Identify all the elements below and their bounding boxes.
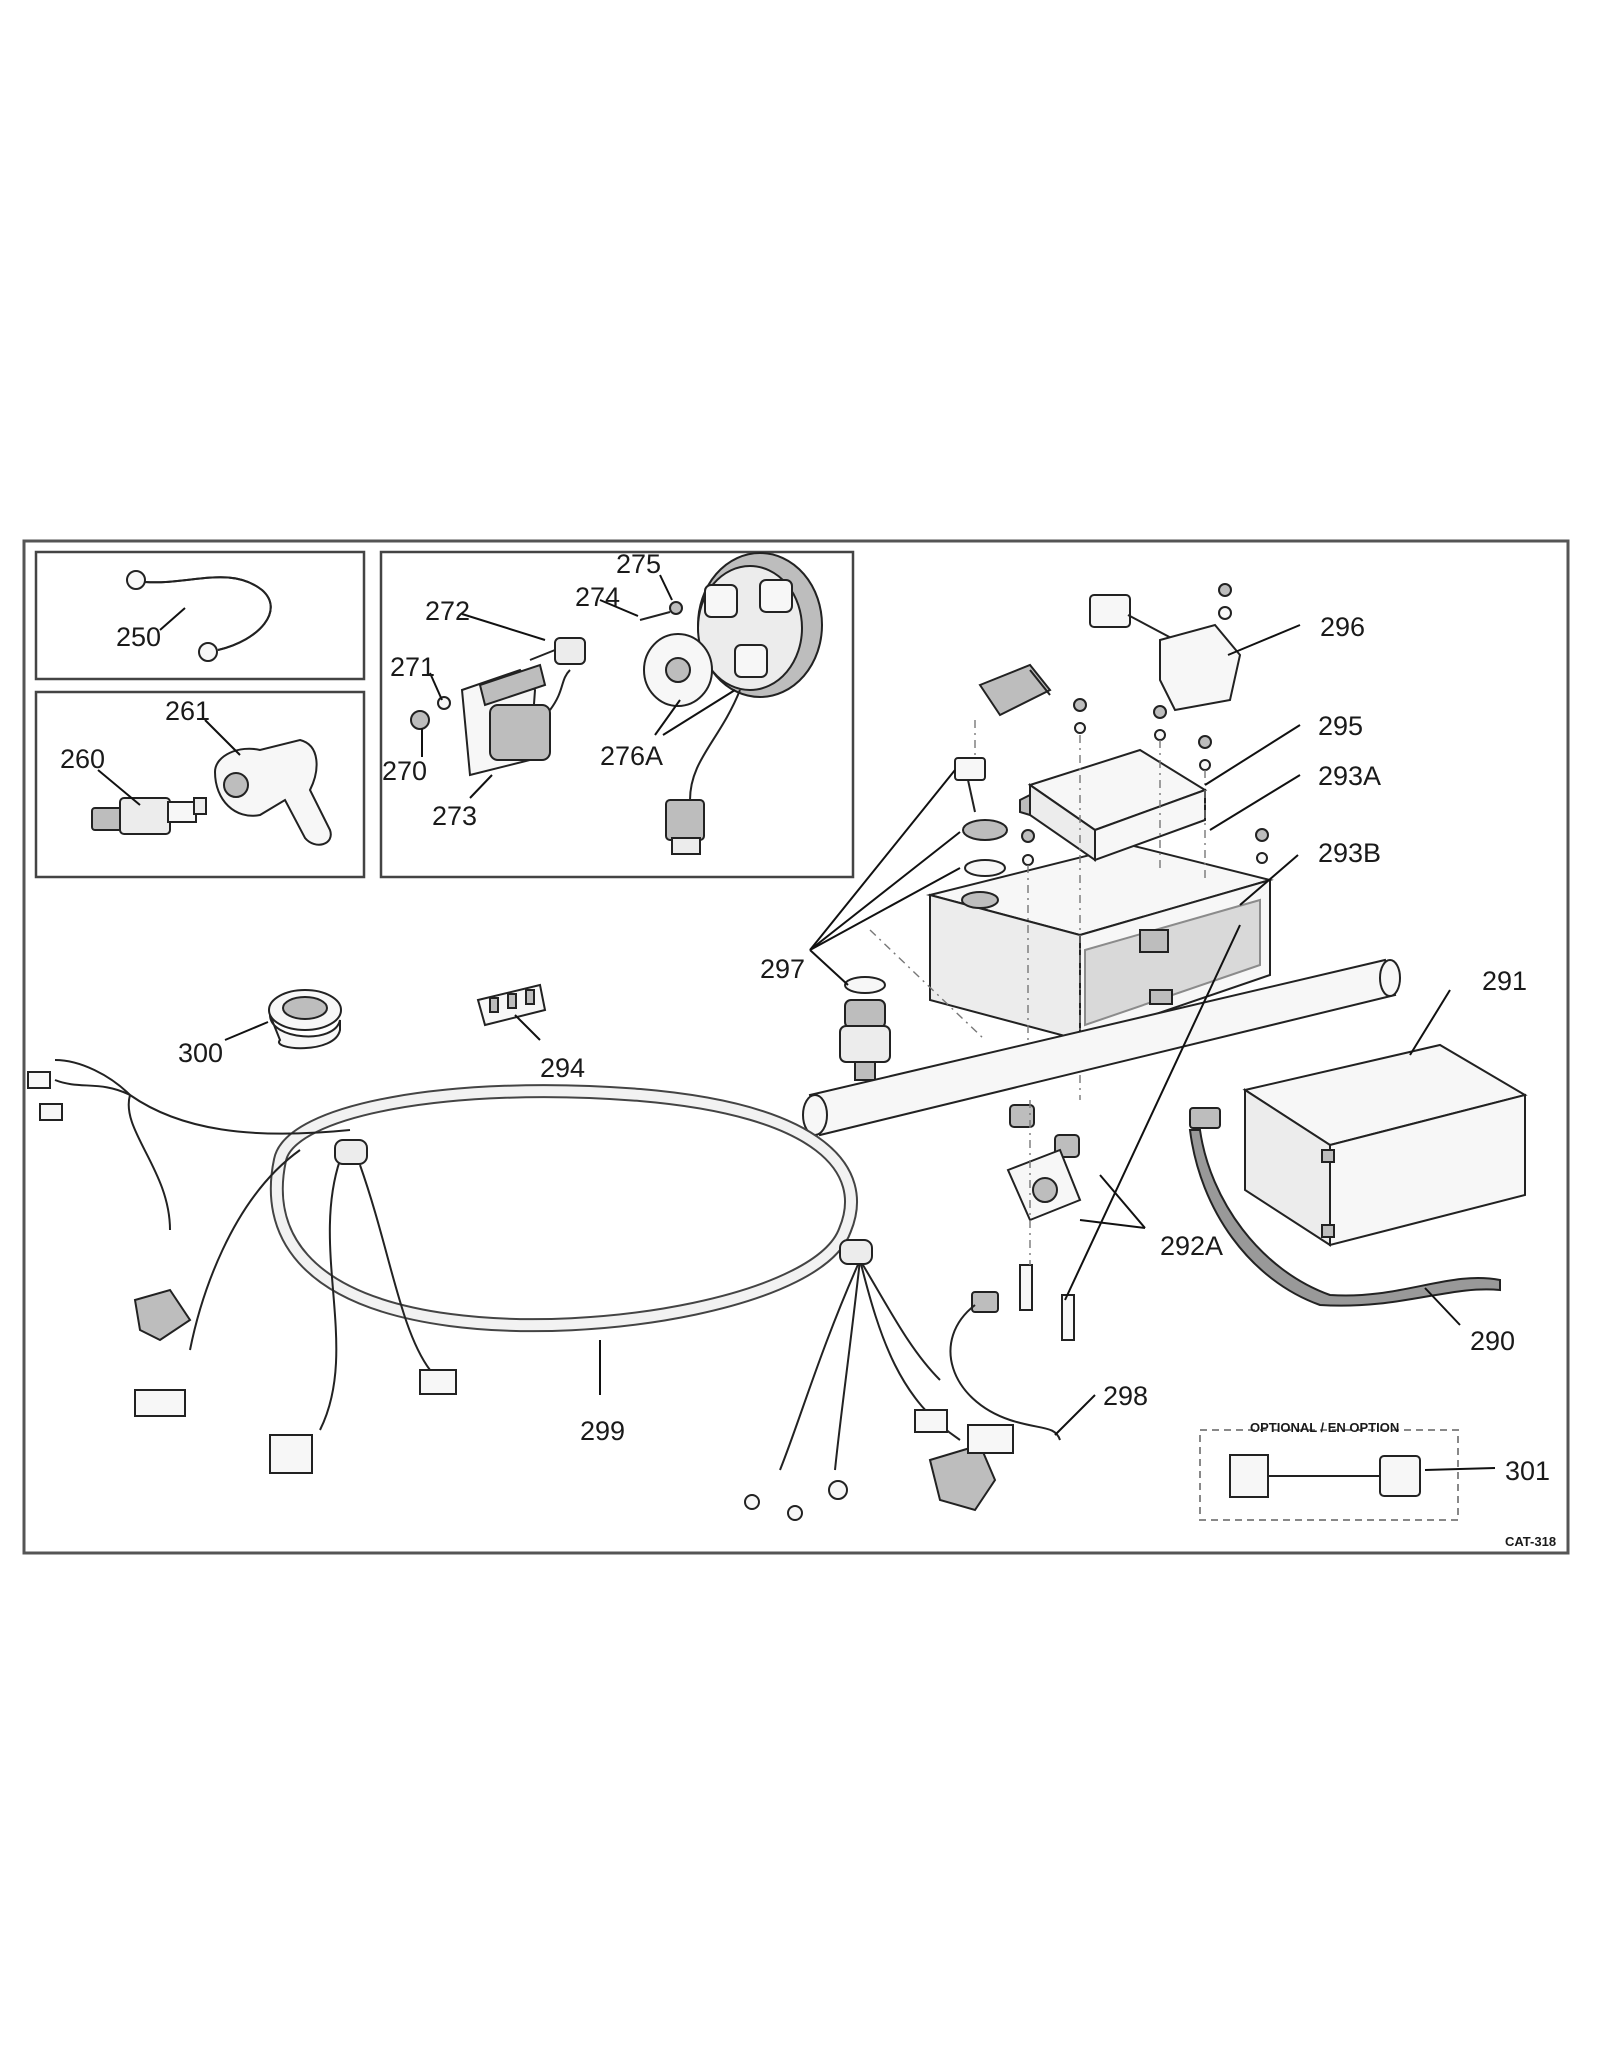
label-301: 301: [1505, 1456, 1550, 1486]
label-270: 270: [382, 756, 427, 786]
label-296: 296: [1320, 612, 1365, 642]
electrical-tape-part: [268, 989, 342, 1050]
label-298: 298: [1103, 1381, 1148, 1411]
inset-box-ground-cable: [34, 550, 366, 681]
wire-harness-part: [27, 1059, 997, 1521]
label-276A: 276A: [600, 741, 663, 771]
starter-wire-part: [949, 1291, 1061, 1454]
diagram-frame: [22, 539, 1570, 1555]
ignition-coil-part: [460, 663, 571, 777]
label-273: 273: [432, 801, 477, 831]
label-290: 290: [1470, 1326, 1515, 1356]
label-250: 250: [116, 622, 161, 652]
label-293A: 293A: [1318, 761, 1381, 791]
battery-strap-part: [1188, 1107, 1501, 1307]
battery-part: [1242, 1043, 1528, 1247]
label-295: 295: [1318, 711, 1363, 741]
tube-clamp-part: [1006, 1104, 1082, 1341]
ground-cable-part: [126, 570, 272, 662]
label-293B: 293B: [1318, 838, 1381, 868]
label-271: 271: [390, 652, 435, 682]
label-299: 299: [580, 1416, 625, 1446]
label-292A: 292A: [1160, 1231, 1223, 1261]
label-260: 260: [60, 744, 105, 774]
label-297: 297: [760, 954, 805, 984]
label-261: 261: [165, 696, 210, 726]
electrical-box-part: [926, 843, 1274, 1042]
flywheel-stator-part: [643, 552, 823, 855]
coil-nut-part: [410, 696, 451, 730]
catalog-code: CAT-318: [1505, 1534, 1556, 1549]
stator-screw-part: [639, 601, 683, 621]
label-291: 291: [1482, 966, 1527, 996]
optional-caption: OPTIONAL / EN OPTION: [1250, 1420, 1399, 1435]
inset-box-magneto: [379, 550, 855, 879]
voltage-regulator-part: [1019, 748, 1208, 862]
label-275: 275: [616, 549, 661, 579]
spark-plug-boot-part: [213, 738, 332, 846]
mounting-tube-part: [802, 958, 1401, 1137]
optional-connector-part: [1229, 1454, 1421, 1498]
key-switch-part: [839, 663, 1052, 1081]
relay-part: [1089, 583, 1242, 712]
label-300: 300: [178, 1038, 223, 1068]
inset-box-spark-plug: [34, 690, 366, 879]
optional-box: [1199, 1429, 1459, 1521]
label-274: 274: [575, 582, 620, 612]
coil-stud-part: [529, 637, 586, 665]
spark-plug-part: [91, 797, 207, 835]
fuse-part: [476, 983, 547, 1027]
label-294: 294: [540, 1053, 585, 1083]
label-272: 272: [425, 596, 470, 626]
